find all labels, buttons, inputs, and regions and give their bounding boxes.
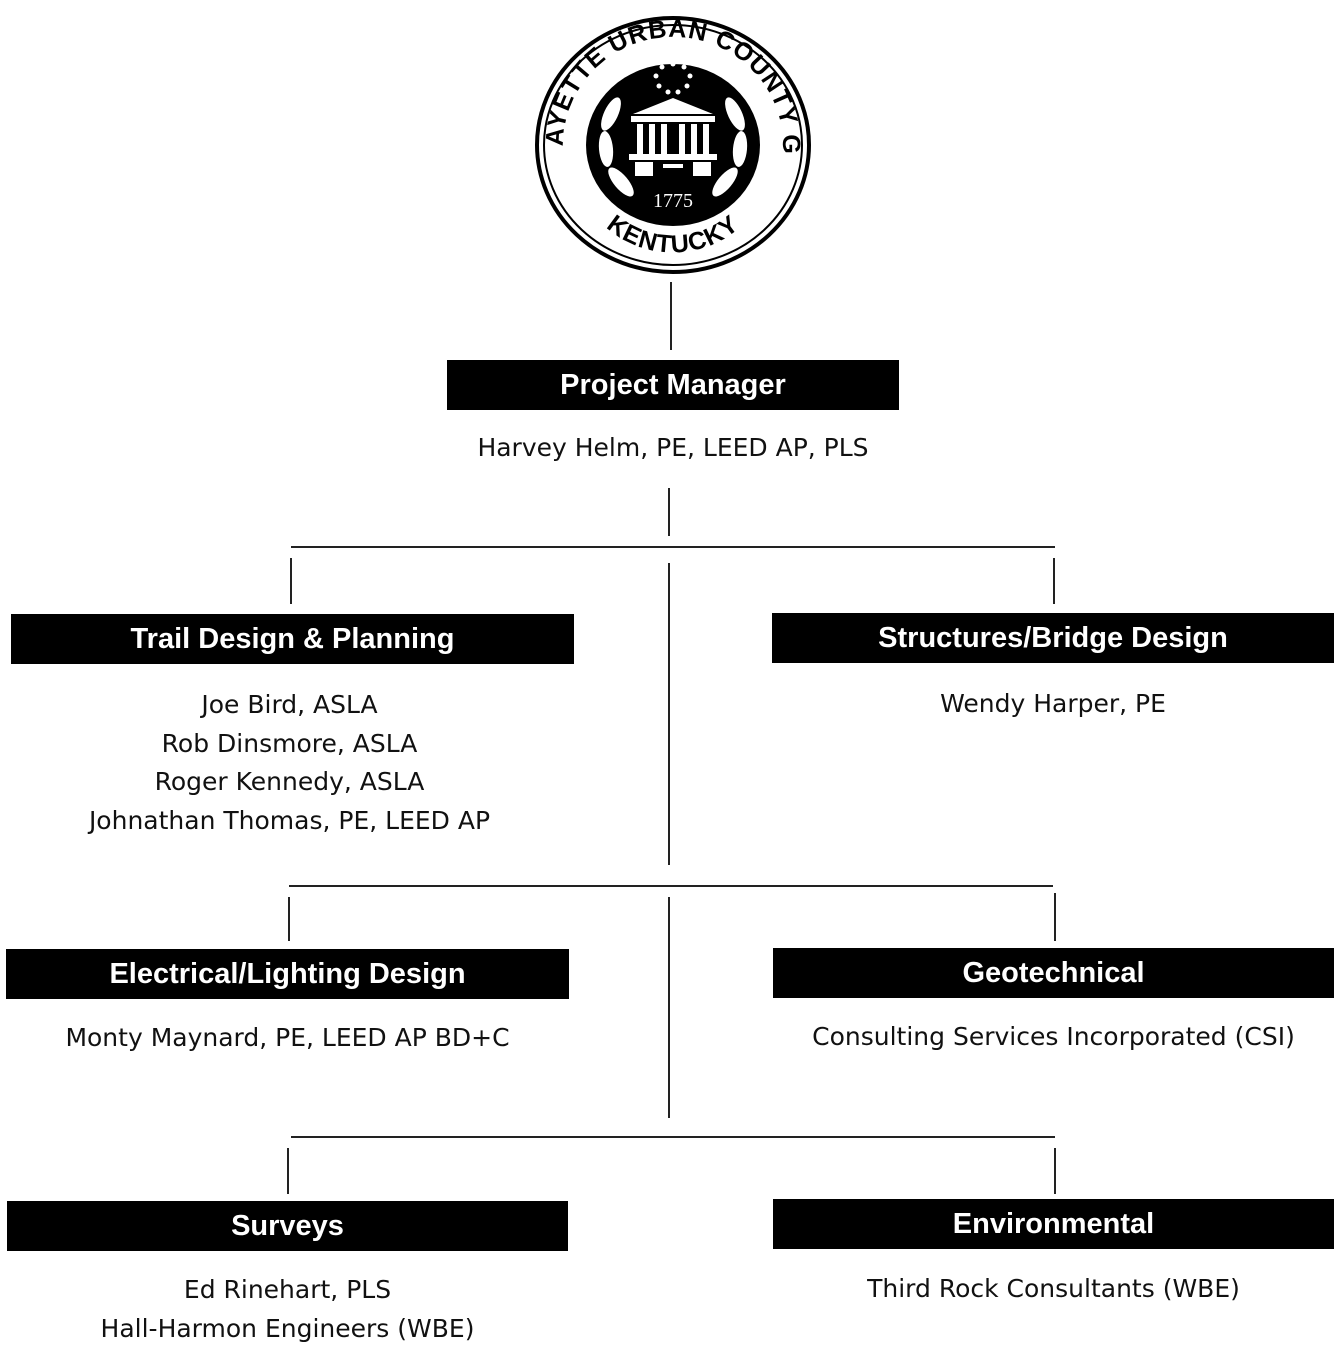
person-name: Monty Maynard, PE, LEED AP BD+C bbox=[6, 1019, 569, 1058]
trail-design-header: Trail Design & Planning bbox=[11, 614, 574, 664]
firm-name: Third Rock Consultants (WBE) bbox=[773, 1270, 1334, 1309]
firm-name: Hall-Harmon Engineers (WBE) bbox=[7, 1310, 568, 1348]
person-name: Wendy Harper, PE bbox=[772, 685, 1334, 724]
project-manager-names: Harvey Helm, PE, LEED AP, PLS bbox=[447, 429, 899, 468]
person-name: Ed Rinehart, PLS bbox=[7, 1271, 568, 1310]
drop-trail bbox=[290, 558, 292, 604]
branch-line-3 bbox=[291, 1136, 1055, 1138]
drop-structures bbox=[1053, 558, 1055, 604]
person-name: Roger Kennedy, ASLA bbox=[11, 763, 568, 802]
branch-line-1 bbox=[291, 546, 1055, 548]
trunk-2 bbox=[668, 897, 670, 1118]
environmental-names: Third Rock Consultants (WBE) bbox=[773, 1270, 1334, 1309]
connector-pm-down bbox=[668, 488, 670, 536]
person-name: Johnathan Thomas, PE, LEED AP bbox=[11, 802, 568, 841]
person-name: Joe Bird, ASLA bbox=[11, 686, 568, 725]
county-seal-logo: LEXINGTON FAYETTE URBAN COUNTY GOVERNMEN… bbox=[533, 14, 813, 276]
surveys-names: Ed Rinehart, PLS Hall-Harmon Engineers (… bbox=[7, 1271, 568, 1348]
electrical-lighting-header: Electrical/Lighting Design bbox=[6, 949, 569, 999]
surveys-header: Surveys bbox=[7, 1201, 568, 1251]
connector-seal-pm bbox=[670, 282, 672, 350]
geotechnical-header: Geotechnical bbox=[773, 948, 1334, 998]
drop-surveys bbox=[287, 1148, 289, 1194]
drop-geotechnical bbox=[1054, 893, 1056, 941]
drop-environmental bbox=[1054, 1148, 1056, 1194]
branch-line-2 bbox=[289, 885, 1053, 887]
firm-name: Consulting Services Incorporated (CSI) bbox=[773, 1018, 1334, 1057]
environmental-header: Environmental bbox=[773, 1199, 1334, 1249]
trunk-1 bbox=[668, 563, 670, 865]
electrical-lighting-names: Monty Maynard, PE, LEED AP BD+C bbox=[6, 1019, 569, 1058]
structures-bridge-header: Structures/Bridge Design bbox=[772, 613, 1334, 663]
geotechnical-names: Consulting Services Incorporated (CSI) bbox=[773, 1018, 1334, 1057]
person-name: Rob Dinsmore, ASLA bbox=[11, 725, 568, 764]
seal-year: 1775 bbox=[653, 190, 693, 212]
drop-electrical bbox=[288, 897, 290, 941]
trail-design-names: Joe Bird, ASLA Rob Dinsmore, ASLA Roger … bbox=[11, 686, 568, 840]
person-name: Harvey Helm, PE, LEED AP, PLS bbox=[447, 429, 899, 468]
structures-bridge-names: Wendy Harper, PE bbox=[772, 685, 1334, 724]
project-manager-header: Project Manager bbox=[447, 360, 899, 410]
